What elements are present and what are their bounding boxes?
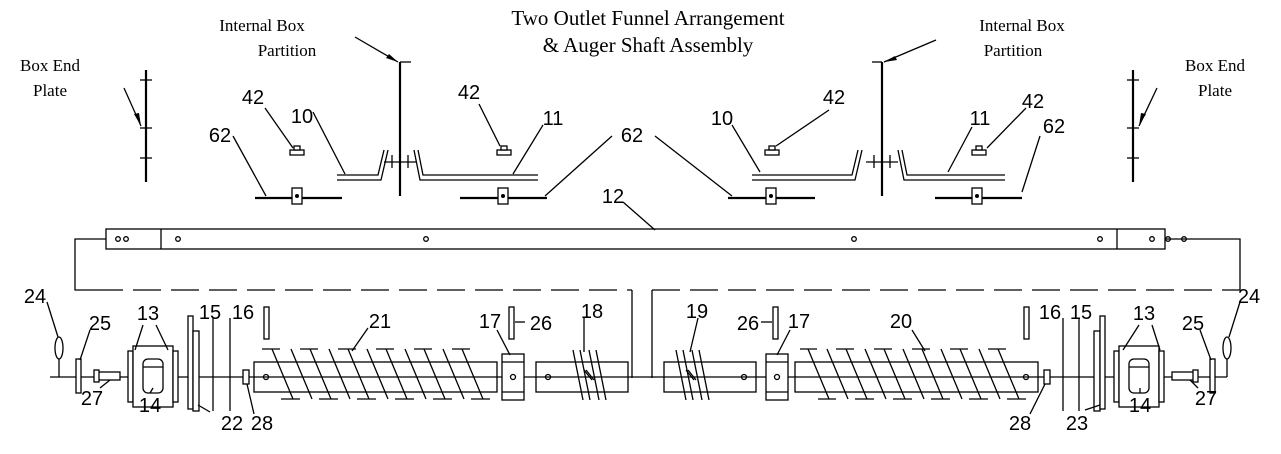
part-number-12: 12 — [602, 186, 624, 208]
box-end-plate-right-label-2: Plate — [1198, 81, 1232, 100]
bolt-27-left — [93, 369, 121, 383]
slide-gate-62-a — [255, 187, 342, 205]
part-number-24: 24 — [1238, 286, 1260, 308]
bushing-28-left — [242, 369, 250, 385]
internal-partition-left-label-1: Internal Box — [219, 16, 305, 35]
part-number-15: 15 — [1070, 302, 1092, 324]
part-number-15: 15 — [199, 302, 221, 324]
eye-bolt-24-left — [54, 336, 64, 377]
auger-flighting-21 — [253, 348, 498, 400]
part-number-11: 11 — [543, 108, 564, 130]
funnel-plate-11-left — [413, 149, 538, 181]
slide-gate-62-b — [460, 187, 547, 205]
part-number-16: 16 — [232, 302, 254, 324]
part-number-42: 42 — [242, 87, 264, 109]
internal-partition-right: Internal Box Partition — [866, 16, 1065, 196]
part-number-22: 22 — [221, 413, 243, 435]
part-number-62: 62 — [209, 125, 231, 147]
part-number-25: 25 — [1182, 313, 1204, 335]
internal-partition-left-label-2: Partition — [258, 41, 317, 60]
coupling-17-left — [501, 353, 525, 401]
bolt-42-d — [971, 145, 987, 156]
part-number-42: 42 — [823, 87, 845, 109]
part-number-27: 27 — [81, 388, 103, 410]
part-number-18: 18 — [581, 301, 603, 323]
box-end-plate-left-label-1: Box End — [20, 56, 80, 75]
bolt-26-right-outer — [1023, 306, 1030, 340]
bolt-26-left — [508, 306, 515, 340]
auger-flighting-20 — [794, 348, 1039, 400]
part-number-17: 17 — [788, 311, 810, 333]
bearing-14-right — [1128, 358, 1150, 394]
box-end-plate-right: Box End Plate — [1127, 56, 1245, 182]
part-number-27: 27 — [1195, 388, 1217, 410]
box-end-plate-left: Box End Plate — [20, 56, 152, 182]
part-number-24: 24 — [24, 286, 46, 308]
part-number-11: 11 — [970, 108, 991, 130]
bolt-26-right — [772, 306, 779, 340]
eye-bolt-24-right — [1222, 336, 1232, 377]
coupling-17-right — [765, 353, 789, 401]
internal-partition-right-label-1: Internal Box — [979, 16, 1065, 35]
part-number-42: 42 — [458, 82, 480, 104]
bushing-28-right — [1043, 369, 1051, 385]
title-line-2: & Auger Shaft Assembly — [543, 33, 754, 57]
part-number-19: 19 — [686, 301, 708, 323]
part-numbers: 42 10 42 11 62 62 10 42 11 42 62 12 24 2… — [24, 82, 1260, 435]
part-number-13: 13 — [137, 303, 159, 325]
part-number-21: 21 — [369, 311, 391, 333]
part-number-62: 62 — [1043, 116, 1065, 138]
part-number-14: 14 — [139, 395, 161, 417]
bolt-42-b — [496, 145, 512, 156]
funnel-plate-10-left — [337, 149, 389, 181]
part-number-14: 14 — [1129, 395, 1151, 417]
bearing-13-left — [127, 345, 179, 408]
collar-25-right — [1209, 358, 1216, 394]
part-number-20: 20 — [890, 311, 912, 333]
part-number-26: 26 — [737, 313, 759, 335]
internal-partition-left: Internal Box Partition — [219, 16, 416, 196]
part-number-28: 28 — [1009, 413, 1031, 435]
part-number-25: 25 — [89, 313, 111, 335]
part-number-23: 23 — [1066, 413, 1088, 435]
title-line-1: Two Outlet Funnel Arrangement — [511, 6, 784, 30]
bearing-14-left — [142, 358, 164, 394]
part-number-17: 17 — [479, 311, 501, 333]
box-end-plate-right-label-1: Box End — [1185, 56, 1245, 75]
internal-partition-right-label-2: Partition — [984, 41, 1043, 60]
part-number-13: 13 — [1133, 303, 1155, 325]
part-number-26: 26 — [530, 313, 552, 335]
collar-25-left — [75, 358, 82, 394]
auger-trough-12 — [74, 228, 1241, 291]
part-number-28: 28 — [251, 413, 273, 435]
stub-shaft-18 — [535, 349, 629, 401]
bolt-26-left-outer — [263, 306, 270, 340]
bolt-42-a — [289, 145, 305, 156]
box-end-plate-left-label-2: Plate — [33, 81, 67, 100]
bolt-42-c — [764, 145, 780, 156]
slide-gate-62-d — [935, 187, 1022, 205]
leader-lines — [46, 103, 1241, 415]
part-number-10: 10 — [291, 106, 313, 128]
part-number-62: 62 — [621, 125, 643, 147]
funnel-plate-11-right — [897, 149, 1005, 181]
funnel-plate-10-right — [752, 149, 863, 181]
seal-22-left — [187, 315, 200, 412]
stub-shaft-19 — [663, 349, 757, 401]
seal-23-right — [1093, 315, 1106, 412]
part-number-42: 42 — [1022, 91, 1044, 113]
slide-gate-62-c — [728, 187, 815, 205]
part-number-10: 10 — [711, 108, 733, 130]
hidden-lines — [95, 289, 1225, 378]
bolt-27-right — [1171, 369, 1199, 383]
part-number-16: 16 — [1039, 302, 1061, 324]
